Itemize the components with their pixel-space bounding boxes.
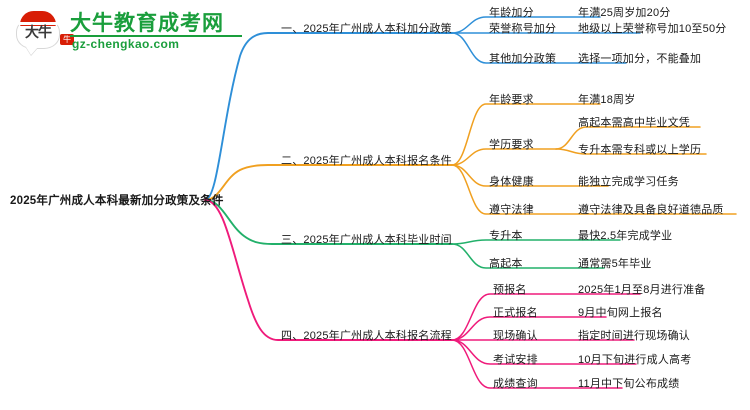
connector-branch2-child4 (451, 164, 737, 215)
connector-branch3-child2 (451, 243, 605, 269)
child-node-4-1[interactable]: 预报名 (493, 284, 527, 296)
logo-mark-icon: 大牛 牛 (14, 8, 74, 54)
connector-branch4-child1 (451, 293, 641, 341)
child-node-4-3[interactable]: 现场确认 (493, 330, 538, 342)
detail-node-2-2-b[interactable]: 专升本需专科或以上学历 (578, 144, 702, 156)
detail-node-4-2[interactable]: 9月中旬网上报名 (578, 307, 663, 319)
branch-node-1[interactable]: 一、2025年广州成人本科加分政策 (281, 23, 452, 35)
child-node-2-3[interactable]: 身体健康 (489, 176, 534, 188)
detail-node-4-4[interactable]: 10月下旬进行成人高考 (578, 354, 692, 366)
branch-node-4[interactable]: 四、2025年广州成人本科报名流程 (281, 330, 452, 342)
branch-node-2[interactable]: 二、2025年广州成人本科报名条件 (281, 155, 452, 167)
branch-node-3[interactable]: 三、2025年广州成人本科毕业时间 (281, 234, 452, 246)
child-node-2-2[interactable]: 学历要求 (489, 139, 534, 151)
detail-node-2-4[interactable]: 遵守法律及具备良好道德品质 (578, 204, 724, 216)
connector-root-branch1 (204, 32, 453, 201)
child-node-4-4[interactable]: 考试安排 (493, 354, 538, 366)
connector-branch2-child1 (451, 103, 601, 166)
child-node-3-2[interactable]: 高起本 (489, 258, 523, 270)
logo-mark-glyph: 大牛 (25, 25, 52, 41)
child-node-4-5[interactable]: 成绩查询 (493, 378, 538, 390)
detail-node-3-2[interactable]: 通常需5年毕业 (578, 258, 652, 270)
detail-node-2-3[interactable]: 能独立完成学习任务 (578, 176, 679, 188)
child-node-2-4[interactable]: 遵守法律 (489, 204, 534, 216)
connector-branch4-child5 (451, 339, 623, 389)
site-logo[interactable]: 大牛 牛 大牛教育成考网 gz-chengkao.com (14, 6, 244, 58)
detail-node-2-2-a[interactable]: 高起本需高中毕业文凭 (578, 117, 690, 129)
logo-domain: gz-chengkao.com (72, 37, 180, 51)
child-node-4-2[interactable]: 正式报名 (493, 307, 538, 319)
child-node-1-1[interactable]: 年龄加分 (489, 7, 534, 19)
detail-node-3-1[interactable]: 最快2.5年完成学业 (578, 230, 673, 242)
connector-root-branch4 (204, 199, 453, 341)
connector-root-branch2 (204, 164, 453, 201)
connector-branch1-child3 (451, 32, 627, 64)
child-node-1-3[interactable]: 其他加分政策 (489, 53, 557, 65)
detail-node-2-1[interactable]: 年满18周岁 (578, 94, 636, 106)
connector-branch4-child2 (451, 316, 607, 341)
logo-divider (70, 35, 242, 37)
connector-root-branch3 (204, 199, 453, 245)
detail-node-1-1[interactable]: 年满25周岁加20分 (578, 7, 671, 19)
child-node-1-2[interactable]: 荣誉称号加分 (489, 23, 557, 35)
connector-branch2-child2 (451, 148, 557, 166)
detail-node-4-5[interactable]: 11月中下旬公布成绩 (578, 378, 680, 390)
root-node[interactable]: 2025年广州成人本科最新加分政策及条件 (10, 195, 224, 207)
detail-node-1-3[interactable]: 选择一项加分，不能叠加 (578, 53, 702, 65)
child-node-3-1[interactable]: 专升本 (489, 230, 523, 242)
logo-title: 大牛教育成考网 (70, 12, 224, 35)
detail-node-4-1[interactable]: 2025年1月至8月进行准备 (578, 284, 706, 296)
logo-cap-underline (18, 22, 58, 25)
connector-branch3-child1 (451, 239, 621, 245)
logo-badge: 牛 (60, 34, 74, 45)
connector-child2-sub2 (555, 148, 707, 155)
connector-child2-sub1 (555, 126, 701, 150)
detail-node-1-2[interactable]: 地级以上荣誉称号加10至50分 (578, 23, 727, 35)
detail-node-4-3[interactable]: 指定时间进行现场确认 (578, 330, 690, 342)
child-node-2-1[interactable]: 年龄要求 (489, 94, 534, 106)
